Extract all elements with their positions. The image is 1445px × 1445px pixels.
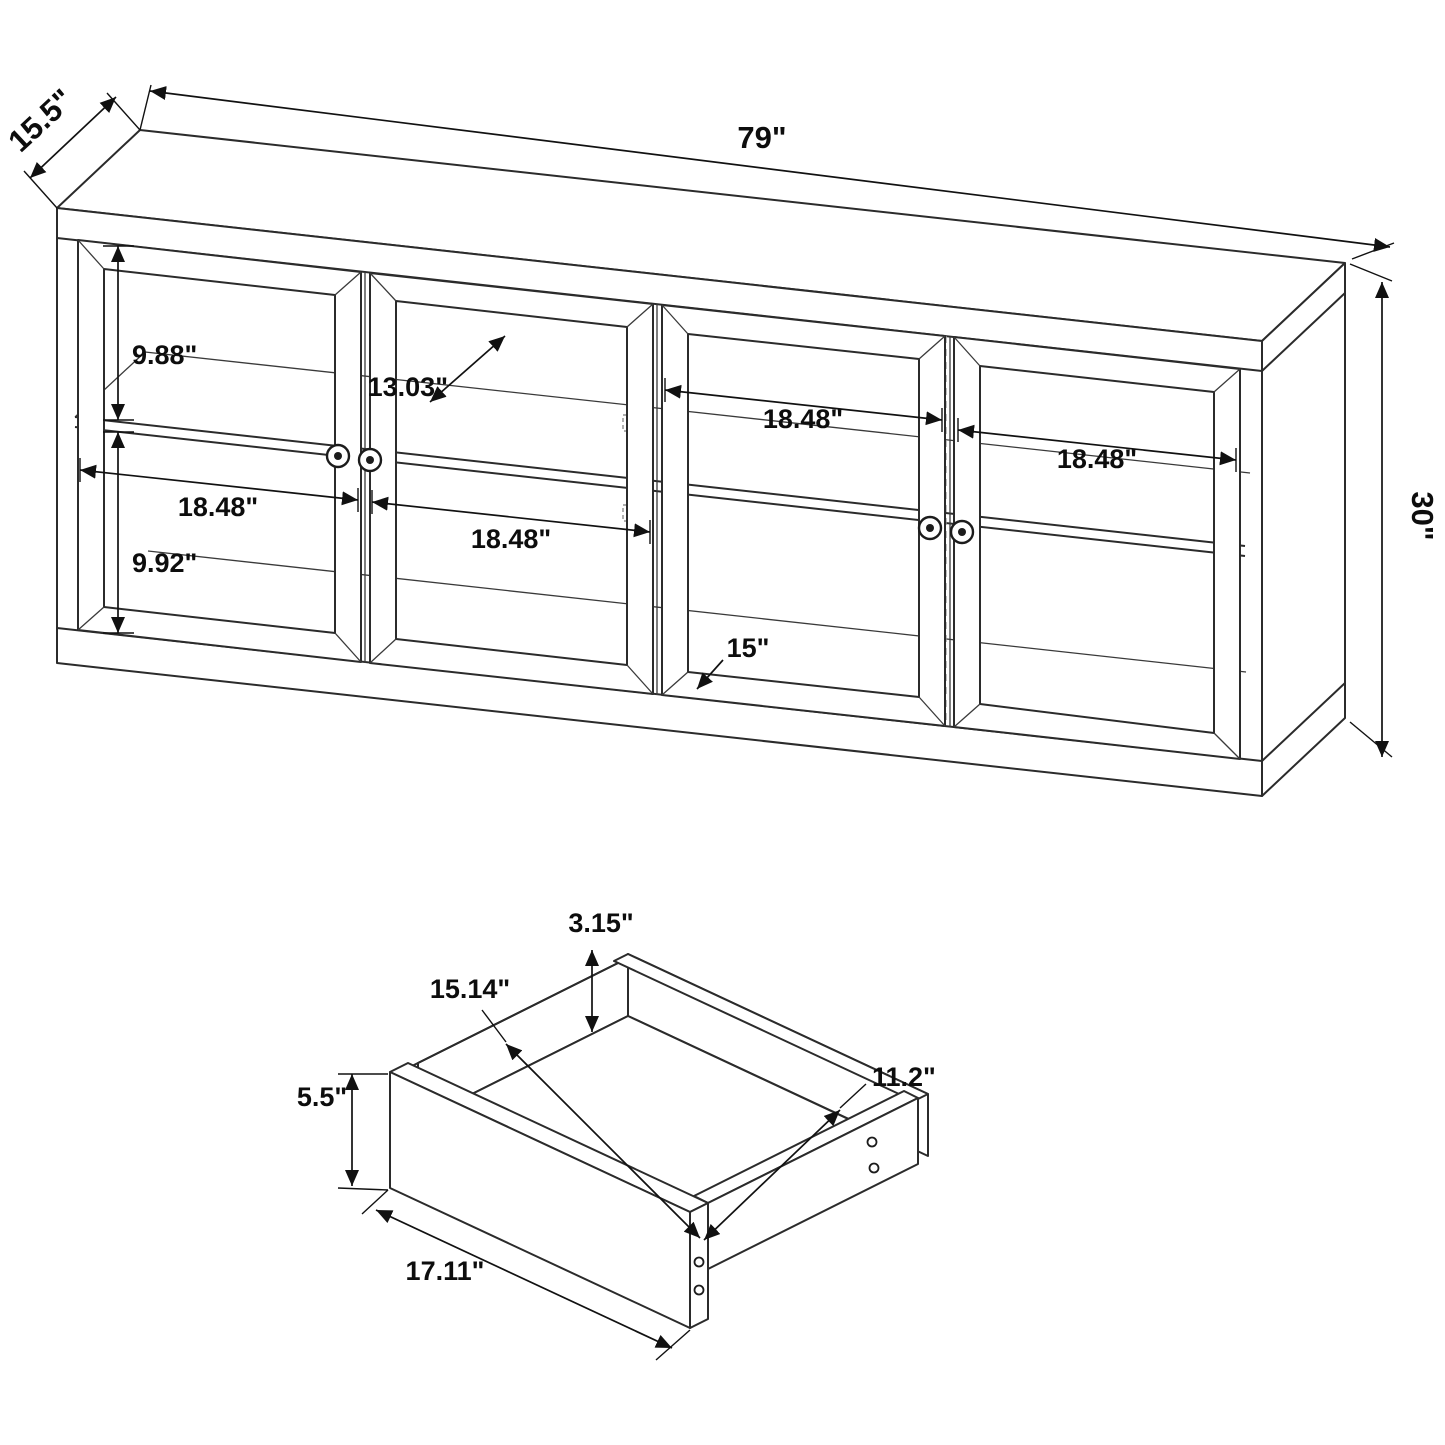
dim-label-interior-width: 15.14" [430,974,510,1004]
dim-line-interior-depth [703,1109,841,1241]
knob-door-3-center [926,524,934,532]
dim-label-interior-depth: 11.2" [872,1062,936,1092]
screw [868,1162,880,1174]
leader-line [839,1083,867,1109]
extension-line [1349,263,1393,282]
door-miter-line [369,638,397,664]
door-miter-line [334,271,362,296]
drawer-dimensions: 3.15" 15.14" 11.2" 5.5" 17.11" [297,908,936,1361]
dim-line-door4 [957,424,1237,466]
dim-label-back-height: 3.15" [568,908,633,938]
door-miter-line [1213,368,1241,393]
extension-line [361,1189,389,1215]
extension-line [106,92,141,131]
door-miter-line [661,304,689,335]
dim-label-depth: 15.5" [1,82,80,159]
dim-line-door3 [664,384,943,426]
dim-line-depth [29,96,117,179]
dim-label-door2: 18.48" [471,524,551,554]
door-miter-line [953,336,981,367]
floor-back-edge [147,550,1247,673]
screw [693,1284,705,1296]
dim-label-lower-opening: 9.92" [132,548,197,578]
door-miter-line [1213,732,1241,760]
dim-label-front-width: 17.11" [406,1256,485,1286]
shelf-front-edge-top [74,416,1246,547]
dim-label-glass-width: 13.03" [368,372,448,402]
dim-label-shelf-depth: 15" [727,633,770,663]
dim-label-upper-opening: 9.88" [132,340,197,370]
door-miter-line [77,606,105,631]
dim-label-height: 30" [1405,491,1440,540]
extension-line [23,170,58,209]
drawer-back-top-edge [613,953,929,1102]
door-miter-line [77,239,105,270]
drawer-figure: 3.15" 15.14" 11.2" 5.5" 17.11" [297,908,936,1361]
screw [693,1256,705,1268]
extension-line [655,1329,691,1361]
dim-line-width [149,86,1391,252]
shelf-front-edge-bottom [74,426,1246,557]
extension-line [1349,721,1393,758]
door-knobs [325,443,975,545]
extension-line [139,84,152,131]
door-miter-line [661,671,689,696]
dim-line-shelf-depth [696,659,724,690]
cabinet-dimensions: 15.5" 79" 30" 9.88" 13.03" 18.48" [1,82,1440,758]
door-miter-line [953,703,981,728]
extension-line [337,1187,389,1191]
dim-label-door4: 18.48" [1057,444,1137,474]
cabinet-doors [77,239,1241,760]
door-miter-line [918,696,946,727]
dim-label-width: 79" [737,120,786,155]
dim-label-door3: 18.48" [763,404,843,434]
door-miter-line [334,632,362,663]
dim-line-door2 [371,496,651,538]
leader-line [481,1009,507,1043]
top-band-right [1261,292,1346,372]
base-band-right [1261,682,1346,762]
dim-line-front-width [375,1209,673,1349]
cabinet-right-face [1261,262,1346,797]
door-miter-line [626,664,654,695]
dim-label-front-height: 5.5" [297,1082,347,1112]
dim-line-door1 [79,464,359,506]
screw [866,1136,878,1148]
dim-line-glass-width [429,335,506,403]
knob-door-2-center [366,456,374,464]
door-miter-line [918,335,946,360]
knob-door-4-center [958,528,966,536]
cabinet-figure: 15.5" 79" 30" 9.88" 13.03" 18.48" [1,82,1440,797]
door-miter-line [626,303,654,328]
dim-label-door1: 18.48" [178,492,258,522]
knob-door-1-center [334,452,342,460]
door-miter-line [369,272,397,302]
dim-line-interior-width [505,1043,701,1239]
